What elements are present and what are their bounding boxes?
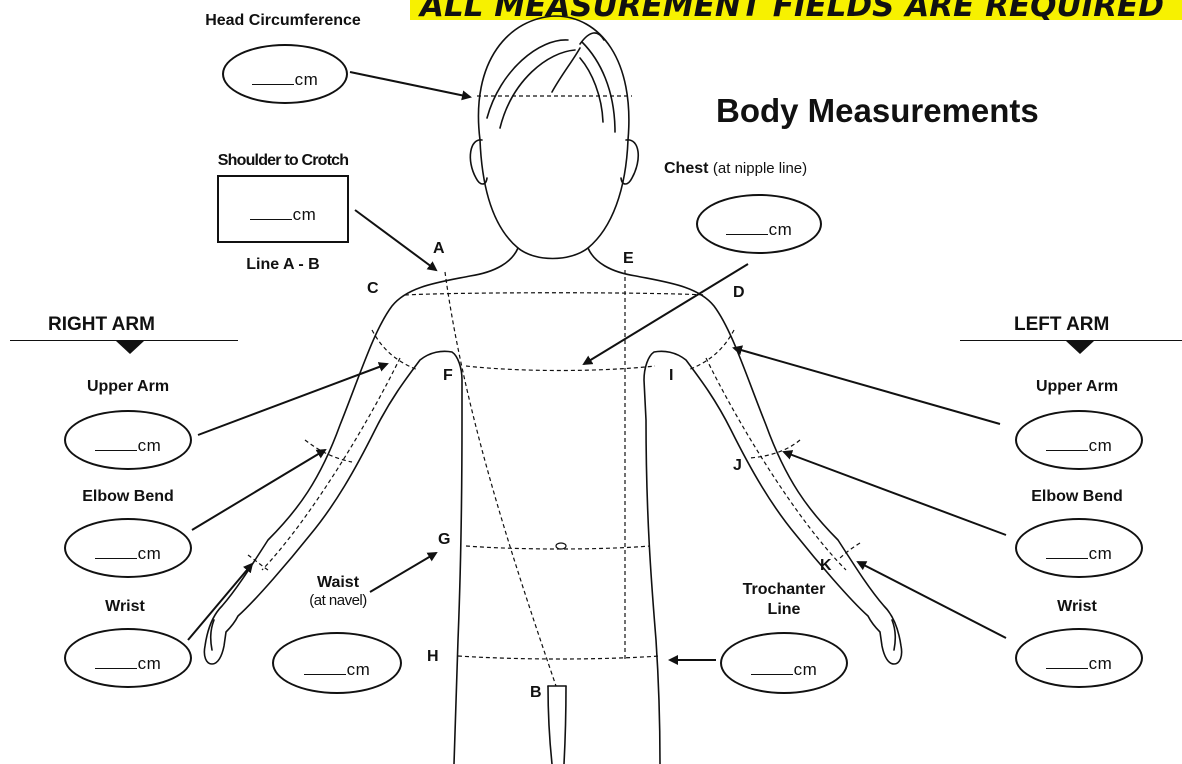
left-elbow-bend-label: Elbow Bend xyxy=(1031,488,1123,506)
shoulder-to-crotch-label: Shoulder to Crotch xyxy=(218,152,348,170)
left-upper-arm-label: Upper Arm xyxy=(1036,378,1118,396)
chest-field[interactable]: cm xyxy=(696,194,822,254)
point-i-label: I xyxy=(669,367,673,385)
waist-arrow xyxy=(370,553,436,592)
right-elbow-bend-label: Elbow Bend xyxy=(82,488,174,506)
left-upper-arm-field[interactable]: cm xyxy=(1015,410,1143,470)
right-wrist-arrow xyxy=(188,564,252,640)
point-b-label: B xyxy=(530,684,542,702)
head-circumference-label: Head Circumference xyxy=(205,12,361,30)
point-g-label: G xyxy=(438,531,450,549)
point-c-label: C xyxy=(367,280,379,298)
left-wrist-label: Wrist xyxy=(1057,598,1097,616)
left-wrist-field[interactable]: cm xyxy=(1015,628,1143,688)
chest-arrow xyxy=(584,264,748,364)
waist-label: Waist (at navel) xyxy=(309,574,367,609)
right-wrist-field[interactable]: cm xyxy=(64,628,192,688)
right-elbow-bend-field[interactable]: cm xyxy=(64,518,192,578)
point-f-label: F xyxy=(443,367,453,385)
trochanter-line-field[interactable]: cm xyxy=(720,632,848,694)
right-wrist-label: Wrist xyxy=(105,598,145,616)
shoulder-arrow xyxy=(355,210,436,270)
point-e-label: E xyxy=(623,250,634,268)
right-elbow-arrow xyxy=(192,450,325,530)
trochanter-line-label: Trochanter Line xyxy=(743,580,826,620)
point-k-label: K xyxy=(820,557,832,575)
left-elbow-arrow xyxy=(784,452,1006,535)
point-a-label: A xyxy=(433,240,445,258)
right-upper-arm-field[interactable]: cm xyxy=(64,410,192,470)
head-circumference-field[interactable]: cm xyxy=(222,44,348,104)
point-h-label: H xyxy=(427,648,439,666)
shoulder-to-crotch-field[interactable]: cm xyxy=(217,175,349,243)
page-title: Body Measurements xyxy=(716,92,1039,130)
left-upper-arm-arrow xyxy=(734,348,1000,424)
right-upper-arm-arrow xyxy=(198,364,387,435)
left-elbow-bend-field[interactable]: cm xyxy=(1015,518,1143,578)
waist-field[interactable]: cm xyxy=(272,632,402,694)
head-outline xyxy=(478,16,628,259)
right-upper-arm-label: Upper Arm xyxy=(87,378,169,396)
chest-label: Chest (at nipple line) xyxy=(664,160,807,178)
head-arrow xyxy=(350,72,470,97)
left-wrist-arrow xyxy=(858,562,1006,638)
point-j-label: J xyxy=(733,457,742,475)
line-a-b-label: Line A - B xyxy=(246,256,319,274)
point-d-label: D xyxy=(733,284,745,302)
